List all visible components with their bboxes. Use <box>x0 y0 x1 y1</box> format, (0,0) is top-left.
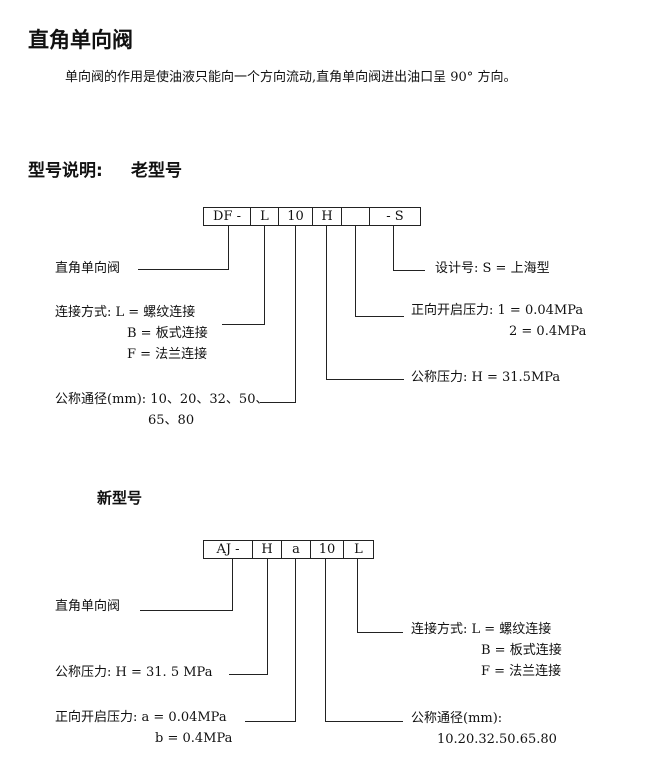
leader-line <box>355 226 356 316</box>
old-connection-f: F = 法兰连接 <box>127 347 208 362</box>
new-connection-l: 连接方式: L = 螺纹连接 <box>411 622 552 637</box>
leader-line <box>355 316 404 317</box>
page-title: 直角单向阀 <box>28 28 133 52</box>
leader-line <box>326 226 327 379</box>
old-code-box-pressure <box>341 207 370 226</box>
new-code-box-l: L <box>343 540 374 559</box>
leader-line <box>264 226 265 324</box>
new-nominal-pressure: 公称压力: H = 31. 5 MPa <box>55 665 213 680</box>
old-open-pressure-1: 正向开启压力: 1 = 0.04MPa <box>411 303 584 318</box>
new-name-label: 直角单向阀 <box>55 599 121 614</box>
new-connection-b: B = 板式连接 <box>481 643 562 658</box>
leader-line <box>228 226 229 269</box>
new-open-pressure-a: 正向开启压力: a = 0.04MPa <box>55 710 227 725</box>
leader-line <box>260 402 296 403</box>
new-model-label: 新型号 <box>97 489 143 507</box>
old-open-pressure-2: 2 = 0.4MPa <box>509 324 587 339</box>
old-model-label: 老型号 <box>131 161 182 181</box>
old-connection-l: 连接方式: L = 螺纹连接 <box>55 305 196 320</box>
new-diameter-values: 10.20.32.50.65.80 <box>437 732 557 747</box>
old-connection-b: B = 板式连接 <box>127 326 208 341</box>
leader-line <box>229 674 268 675</box>
new-open-pressure-b: b = 0.4MPa <box>155 731 233 746</box>
old-name-label: 直角单向阀 <box>55 261 121 276</box>
new-diameter-label: 公称通径(mm): <box>411 711 503 726</box>
leader-line <box>232 559 233 610</box>
old-code-box-s: - S <box>369 207 421 226</box>
old-code-box-h: H <box>312 207 342 226</box>
old-code-box-l: L <box>250 207 279 226</box>
leader-line <box>222 324 265 325</box>
leader-line <box>326 379 404 380</box>
leader-line <box>325 559 326 721</box>
leader-line <box>393 226 394 270</box>
old-design-label: 设计号: S = 上海型 <box>435 261 550 276</box>
intro-text: 单向阀的作用是使油液只能向一个方向流动,直角单向阀进出油口呈 90° 方向。 <box>65 70 517 85</box>
leader-line <box>393 270 425 271</box>
leader-line <box>267 559 268 674</box>
new-code-box-10: 10 <box>310 540 344 559</box>
leader-line <box>325 721 403 722</box>
old-diameter-line1: 公称通径(mm): 10、20、32、50、 <box>55 392 269 407</box>
new-code-box-aj: AJ - <box>203 540 253 559</box>
leader-line <box>295 226 296 402</box>
old-diameter-line2: 65、80 <box>148 413 195 428</box>
new-code-box-h: H <box>252 540 282 559</box>
leader-line <box>140 610 233 611</box>
new-code-box-a: a <box>281 540 311 559</box>
leader-line <box>295 559 296 721</box>
leader-line <box>357 559 358 632</box>
leader-line <box>138 269 229 270</box>
leader-line <box>357 632 403 633</box>
section-title: 型号说明: <box>28 161 103 181</box>
new-connection-f: F = 法兰连接 <box>481 664 562 679</box>
old-nominal-pressure: 公称压力: H = 31.5MPa <box>411 370 561 385</box>
old-code-box-10: 10 <box>278 207 313 226</box>
old-code-box-df: DF - <box>203 207 251 226</box>
leader-line <box>245 721 296 722</box>
